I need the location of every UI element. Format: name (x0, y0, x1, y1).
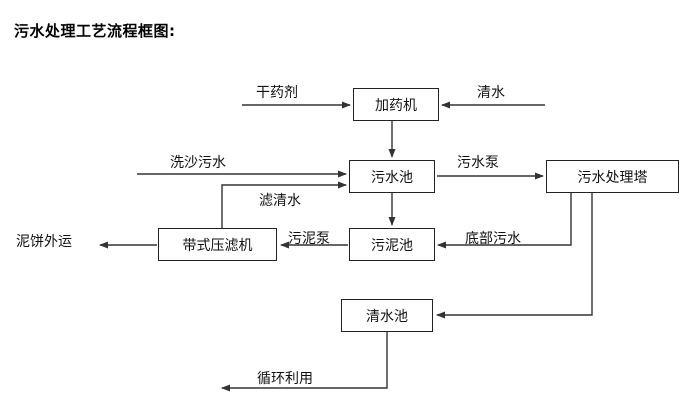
node-dosing-machine[interactable]: 加药机 (353, 88, 439, 121)
edge-label-recycle-use: 循环利用 (257, 371, 313, 387)
edge-clean-pool-to-recycle (221, 332, 388, 392)
node-clean-water-pool[interactable]: 清水池 (341, 299, 433, 332)
edge-label-clean-water-inlet: 清水 (477, 85, 505, 101)
node-label: 加药机 (375, 97, 417, 114)
node-label: 污水池 (371, 169, 413, 186)
node-label: 污泥池 (371, 237, 413, 254)
node-sewage-pool[interactable]: 污水池 (349, 160, 435, 193)
edge-label-sewage-pump: 污水泵 (457, 155, 499, 171)
edge-label-filtrate-water: 滤清水 (259, 193, 301, 209)
node-label: 污水处理塔 (577, 169, 648, 186)
edge-label-sand-wash-sewage: 洗沙污水 (170, 155, 226, 171)
edge-label-dry-reagent: 干药剂 (256, 85, 298, 101)
edge-tower-to-clean-pool (436, 193, 593, 319)
edge-label-bottom-sewage: 底部污水 (465, 231, 521, 247)
edge-label-mud-cake-transport: 泥饼外运 (16, 234, 72, 250)
edge-beltfilter-to-sewage-pool (221, 181, 347, 228)
node-label: 清水池 (366, 308, 408, 325)
node-belt-filter-press[interactable]: 带式压滤机 (158, 228, 277, 261)
node-sludge-pool[interactable]: 污泥池 (349, 228, 435, 261)
node-treatment-tower[interactable]: 污水处理塔 (546, 160, 679, 193)
page-title: 污水处理工艺流程框图: (14, 22, 176, 40)
edge-label-sludge-pump: 污泥泵 (288, 231, 330, 247)
edge-tower-to-sludge-pool (437, 193, 572, 249)
node-label: 带式压滤机 (182, 237, 253, 254)
